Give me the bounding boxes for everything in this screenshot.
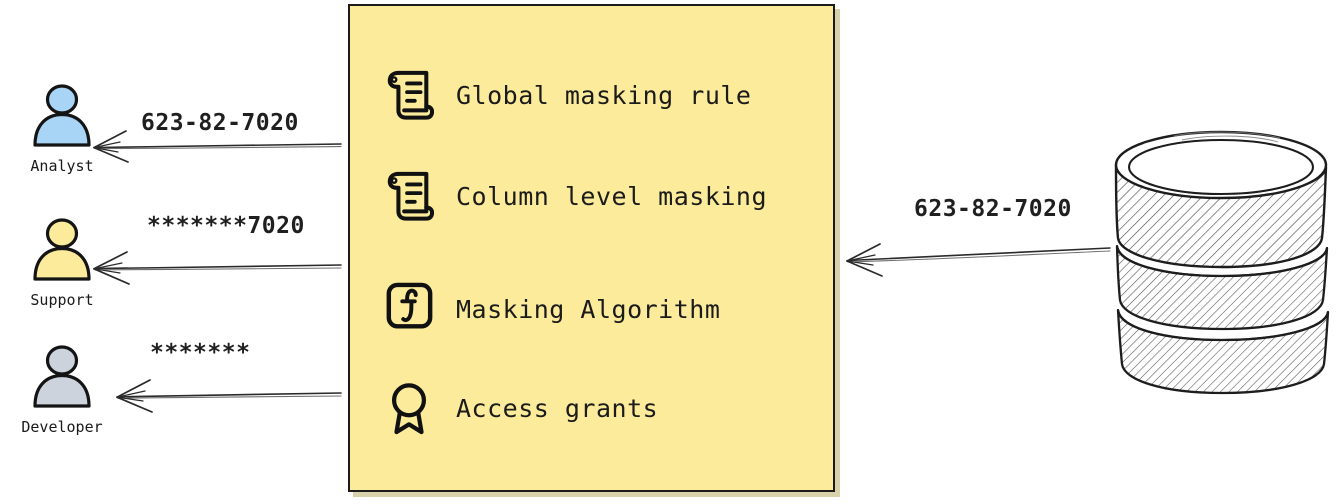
arrow-database-to-panel (846, 243, 1111, 277)
arrow-label-analyst: 623-82-7020 (141, 110, 299, 136)
scroll-icon (387, 171, 434, 221)
actor-label-developer: Developer (21, 418, 103, 436)
scroll-icon (387, 70, 434, 120)
person-icon (33, 345, 91, 408)
policy-item-label: Global masking rule (456, 80, 752, 110)
policy-item-label: Access grants (456, 393, 659, 423)
arrow-label-support: *******7020 (147, 213, 305, 239)
policy-item-column-level-masking[interactable]: Column level masking (384, 169, 767, 223)
person-icon (33, 218, 91, 281)
support-avatar (25, 216, 99, 290)
award-icon (391, 383, 427, 435)
actor-analyst[interactable]: Analyst (2, 82, 122, 175)
person-icon (33, 84, 91, 147)
analyst-avatar (25, 82, 99, 156)
arrow-to-developer (116, 379, 342, 413)
database-cylinder[interactable] (1112, 118, 1336, 408)
actor-developer[interactable]: Developer (2, 343, 122, 436)
policy-item-global-masking-rule[interactable]: Global masking rule (384, 68, 751, 122)
arrow-label-developer: ******* (150, 340, 251, 366)
actor-support[interactable]: Support (2, 216, 122, 309)
actor-label-analyst: Analyst (30, 157, 94, 175)
arrow-to-support (93, 251, 342, 285)
policy-item-label: Masking Algorithm (456, 294, 721, 324)
policy-item-label: Column level masking (456, 181, 768, 211)
developer-avatar (25, 343, 99, 417)
policy-item-access-grants[interactable]: Access grants (384, 381, 658, 435)
masking-policy-panel: Global masking rule Column level masking… (348, 4, 835, 492)
policy-item-masking-algorithm[interactable]: Masking Algorithm (384, 282, 720, 336)
arrow-label-database: 623-82-7020 (914, 196, 1072, 222)
actor-label-support: Support (30, 291, 94, 309)
function-icon (386, 282, 433, 329)
database-icon (1114, 130, 1330, 395)
arrow-to-analyst (93, 130, 342, 163)
